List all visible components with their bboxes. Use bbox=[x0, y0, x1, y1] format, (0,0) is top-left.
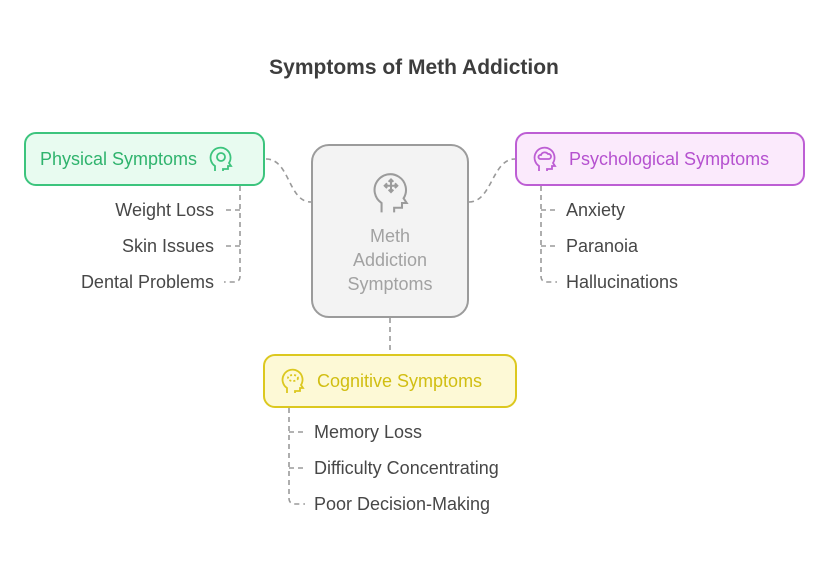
psychological-symptoms-label: Psychological Symptoms bbox=[569, 148, 770, 169]
cognitive-symptoms-node[interactable]: Cognitive Symptoms bbox=[263, 354, 517, 408]
head-brain-icon bbox=[281, 368, 305, 393]
psychological-symptoms-node[interactable]: Psychological Symptoms bbox=[515, 132, 805, 186]
physical-symptoms-node[interactable]: Physical Symptoms bbox=[24, 132, 265, 186]
center-node[interactable]: Meth Addiction Symptoms bbox=[311, 144, 469, 318]
connector-psychological-items bbox=[540, 186, 558, 283]
list-item: Paranoia bbox=[566, 236, 639, 256]
list-item: Skin Issues bbox=[121, 236, 214, 256]
diagram-title: Symptoms of Meth Addiction bbox=[269, 56, 559, 79]
connector-cognitive-items bbox=[288, 408, 306, 505]
head-arrows-icon bbox=[373, 173, 409, 213]
list-item: Memory Loss bbox=[314, 422, 423, 442]
list-item: Anxiety bbox=[566, 200, 626, 220]
connector-physical bbox=[265, 158, 312, 203]
list-item: Poor Decision-Making bbox=[314, 494, 491, 514]
list-item: Weight Loss bbox=[115, 200, 214, 220]
list-item: Hallucinations bbox=[566, 272, 679, 292]
list-item: Dental Problems bbox=[80, 272, 214, 292]
head-gear-icon bbox=[209, 146, 233, 171]
connector-psychological bbox=[468, 158, 516, 203]
center-label: Meth Addiction Symptoms bbox=[347, 226, 433, 294]
head-cloud-icon bbox=[533, 146, 557, 171]
physical-symptoms-label: Physical Symptoms bbox=[40, 148, 198, 169]
connector-physical-items bbox=[222, 186, 241, 283]
cognitive-symptoms-label: Cognitive Symptoms bbox=[317, 370, 483, 391]
list-item: Difficulty Concentrating bbox=[314, 458, 499, 478]
